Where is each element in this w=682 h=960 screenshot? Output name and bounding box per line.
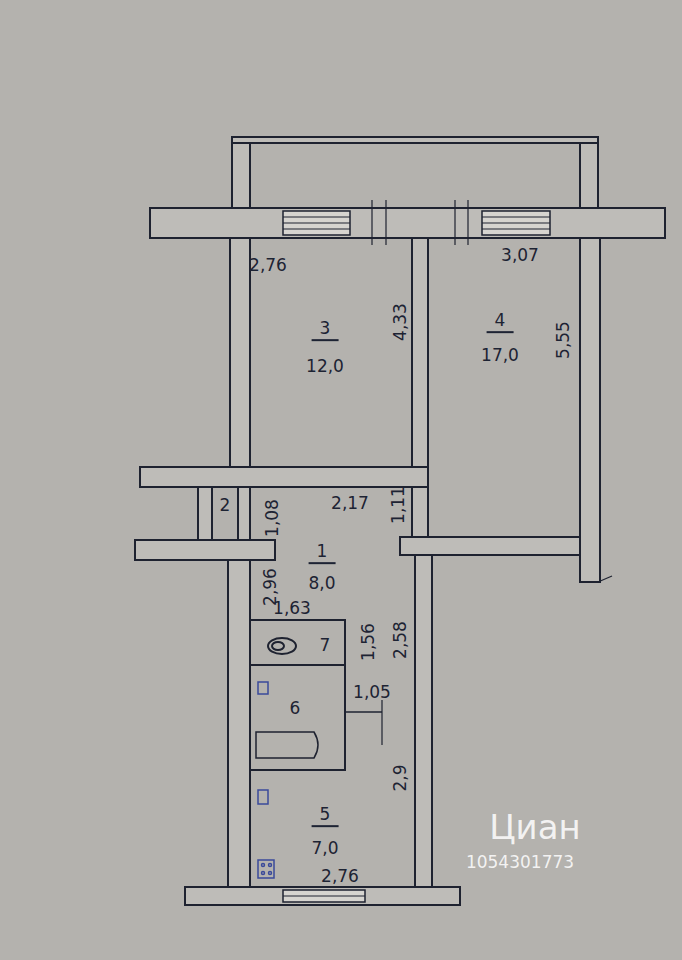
dimension: 2,9	[391, 764, 410, 791]
room-number: 2	[220, 496, 231, 515]
dimension: 5,55	[554, 321, 573, 359]
room-area: 12,0	[306, 357, 344, 376]
dimension: 1,08	[263, 499, 282, 537]
dimension: 2,17	[331, 494, 369, 513]
room-area: 8,0	[308, 574, 335, 593]
room-number: 6	[290, 699, 301, 718]
dimension: 4,33	[391, 303, 410, 341]
watermark: Циан	[489, 809, 581, 846]
dimension: 2,76	[321, 867, 359, 886]
room-area: 7,0	[311, 839, 338, 858]
dimension: 1,56	[359, 623, 378, 661]
dimension: 1,11	[389, 486, 408, 524]
dimension: 1,63	[273, 599, 311, 618]
room-number: 4	[487, 311, 514, 333]
room-number: 7	[320, 636, 331, 655]
dimension: 2,76	[249, 256, 287, 275]
room-number: 1	[309, 542, 336, 564]
dimension: 3,07	[501, 246, 539, 265]
watermark-id: 1054301773	[466, 853, 574, 872]
room-number: 5	[312, 805, 339, 827]
dimension: 2,58	[391, 621, 410, 659]
dimension: 1,05	[353, 683, 391, 702]
room-number: 3	[312, 319, 339, 341]
room-area: 17,0	[481, 346, 519, 365]
